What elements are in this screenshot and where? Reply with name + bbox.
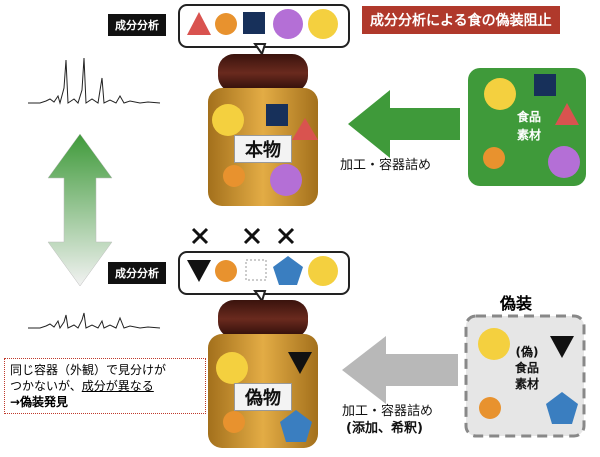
fake-ingredients-line1: 食品 [514,361,539,375]
panel-red-triangle [555,103,579,125]
fake-blue-pentagon [280,410,312,442]
fake-ingredients-text: (偽) 食品 素材 [506,344,548,392]
purple-circle-icon [273,9,303,39]
panel-purple-circle [548,146,580,178]
note-line2-b: 成分が異なる [81,379,154,393]
orange-circle-icon [215,13,237,35]
yellow-circle-icon [308,9,338,39]
fake-panel-yellow-circle [478,328,510,360]
fake-yellow-circle [216,352,248,384]
yellow-circle-icon-fake [308,256,338,286]
comparison-double-arrow [47,133,113,287]
genuine-navy-square [266,104,288,126]
genuine-ingredients-line2: 素材 [516,128,541,142]
fake-ingredients-line0: (偽) [515,345,539,359]
analysis-label-bottom: 成分分析 [108,262,166,284]
fake-black-triangle [288,352,312,374]
panel-navy-square [534,74,556,96]
fake-panel-blue-pentagon [546,392,578,424]
genuine-red-triangle [292,118,318,140]
red-triangle-icon [187,12,211,35]
fake-section-title: 偽装 [500,294,533,313]
note-line1: 同じ容器（外観）で見分けが [10,363,167,377]
fake-process-sub: (添加、希釈) [346,421,423,436]
genuine-jar-label: 本物 [234,135,292,163]
genuine-process-label: 加工・容器詰め [340,158,432,173]
note-box: 同じ容器（外観）で見分けが つかないが、成分が異なる →偽装発見 [4,358,206,414]
chromatogram-genuine [28,57,161,105]
fake-panel-black-triangle [550,336,574,358]
chromatogram-fake [28,312,161,330]
genuine-ingredients-text: 食品 素材 [510,108,548,144]
analysis-label-top: 成分分析 [108,14,166,36]
fake-process-label: 加工・容器詰め [342,404,434,419]
fake-jar-lid [218,300,308,338]
cross-marks [191,227,295,245]
navy-square-icon [243,12,265,34]
fake-panel-orange-circle [479,397,501,419]
genuine-ingredients-line1: 食品 [516,110,541,124]
black-triangle-icon [187,260,211,282]
genuine-purple-circle [270,164,302,196]
genuine-yellow-circle [212,104,244,136]
page-title: 成分分析による食の偽装阻止 [362,6,560,34]
note-line2-a: つかないが、 [10,379,82,393]
bubble-pointer-top [253,43,267,57]
orange-circle-icon-fake [215,260,237,282]
panel-yellow-circle [484,78,516,110]
note-line3: →偽装発見 [10,395,69,409]
missing-square-icon [245,259,267,281]
genuine-jar-lid [218,54,308,92]
panel-orange-circle [483,147,505,169]
blue-pentagon-icon [273,256,303,285]
fake-jar-label: 偽物 [234,383,292,411]
bubble-pointer-bottom [253,290,267,304]
process-arrow-fake [342,336,458,404]
fake-orange-circle [223,411,245,433]
fake-ingredients-line2: 素材 [514,377,539,391]
genuine-orange-circle [223,165,245,187]
process-arrow-genuine [348,90,460,158]
note-line2: つかないが、成分が異なる [10,378,200,394]
